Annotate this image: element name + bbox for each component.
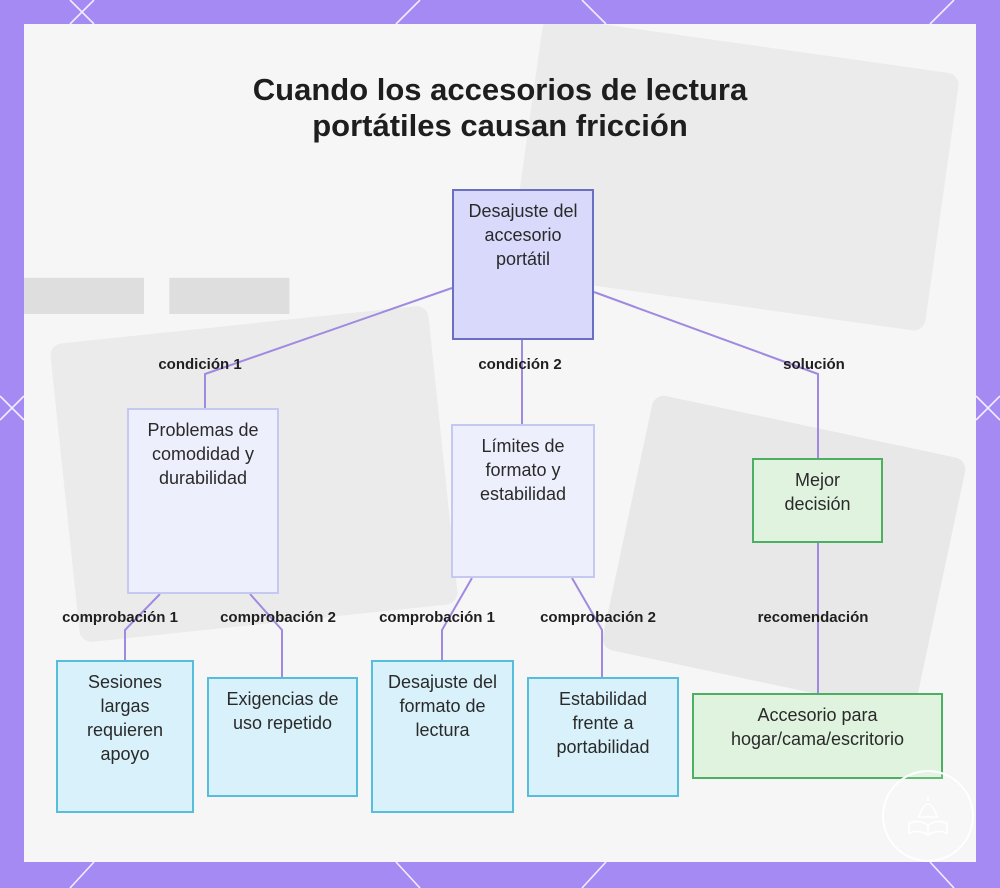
open-book-bell-seal-icon	[882, 770, 974, 862]
node-check-2b-label: Estabilidad frente a portabilidad	[556, 689, 650, 757]
edge-line-check1a	[124, 593, 161, 660]
edge-label-check2a: comprobación 1	[379, 609, 495, 626]
edge-label-solution: solución	[783, 356, 845, 373]
edge-label-check2b: comprobación 2	[540, 609, 656, 626]
book-bell-icon	[908, 797, 948, 836]
node-check-1b-label: Exigencias de uso repetido	[226, 689, 339, 733]
node-solution-label: Mejor decisión	[784, 470, 851, 514]
edge-label-recommendation: recomendación	[757, 609, 869, 626]
node-root: Desajuste del accesorio portátil	[452, 189, 594, 340]
node-condition-2: Límites de formato y estabilidad	[451, 424, 595, 578]
node-check-2b: Estabilidad frente a portabilidad	[527, 677, 679, 797]
diagram-title: Cuando los accesorios de lectura portáti…	[0, 72, 1000, 144]
edge-label-cond1: condición 1	[158, 356, 242, 373]
node-condition-1: Problemas de comodidad y durabilidad	[127, 408, 279, 594]
node-check-1a-label: Sesiones largas requieren apoyo	[86, 672, 164, 764]
edge-line-solution	[593, 291, 819, 458]
background-watermark-shape: ▬ ▬	[24, 206, 289, 340]
edge-line-check1b	[249, 593, 283, 677]
edge-line-cond1	[204, 287, 453, 408]
title-line-2: portátiles causan fricción	[312, 108, 688, 143]
edge-line-check2a	[441, 577, 473, 660]
node-check-1a: Sesiones largas requieren apoyo	[56, 660, 194, 813]
node-condition-2-label: Límites de formato y estabilidad	[479, 436, 567, 504]
edge-label-check1a: comprobación 1	[62, 609, 178, 626]
edge-label-check1b: comprobación 2	[220, 609, 336, 626]
node-solution: Mejor decisión	[752, 458, 883, 543]
node-root-label: Desajuste del accesorio portátil	[468, 201, 578, 269]
title-line-1: Cuando los accesorios de lectura	[252, 72, 748, 107]
node-recommendation-label: Accesorio para hogar/cama/escritorio	[730, 705, 905, 749]
node-recommendation: Accesorio para hogar/cama/escritorio	[692, 693, 943, 779]
node-condition-1-label: Problemas de comodidad y durabilidad	[147, 420, 259, 488]
node-check-2a: Desajuste del formato de lectura	[371, 660, 514, 813]
node-check-2a-label: Desajuste del formato de lectura	[387, 672, 498, 740]
node-check-1b: Exigencias de uso repetido	[207, 677, 358, 797]
edge-label-cond2: condición 2	[478, 356, 562, 373]
edge-line-check2b	[571, 577, 603, 677]
